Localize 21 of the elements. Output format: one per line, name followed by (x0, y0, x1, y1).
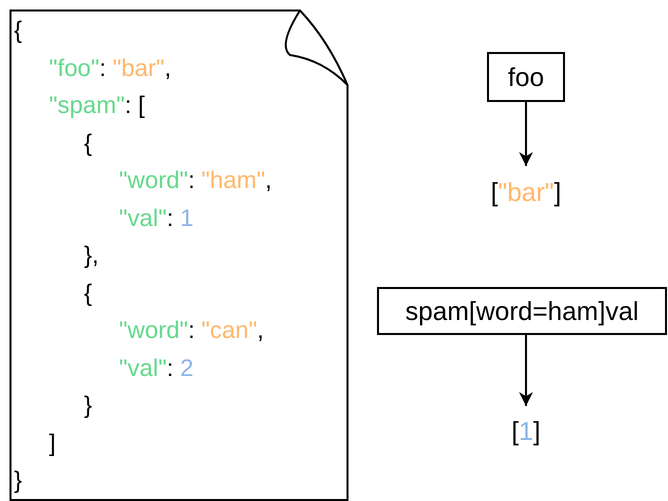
code-line: "word": "can", (119, 316, 264, 346)
code-line: } (84, 391, 92, 421)
code-line: "val": 2 (119, 354, 194, 384)
arrow (519, 102, 533, 166)
result-text: ["bar"] (490, 176, 562, 208)
code-line: }, (84, 241, 99, 271)
code-line: "word": "ham", (119, 166, 272, 196)
code-line: { (14, 16, 22, 46)
code-line: "foo": "bar", (49, 54, 172, 84)
result-text: [1] (512, 416, 540, 446)
box-label: spam[word=ham]val (405, 296, 639, 326)
label-box (487, 52, 565, 102)
code-line: { (84, 128, 92, 158)
box-label: foo (508, 62, 544, 92)
label-box (377, 287, 667, 335)
code-line: { (84, 278, 92, 308)
code-line: } (14, 466, 22, 496)
code-line: "spam": [ (49, 91, 145, 121)
code-line: "val": 1 (119, 204, 194, 234)
code-line: ] (49, 428, 56, 458)
arrow (519, 335, 533, 406)
